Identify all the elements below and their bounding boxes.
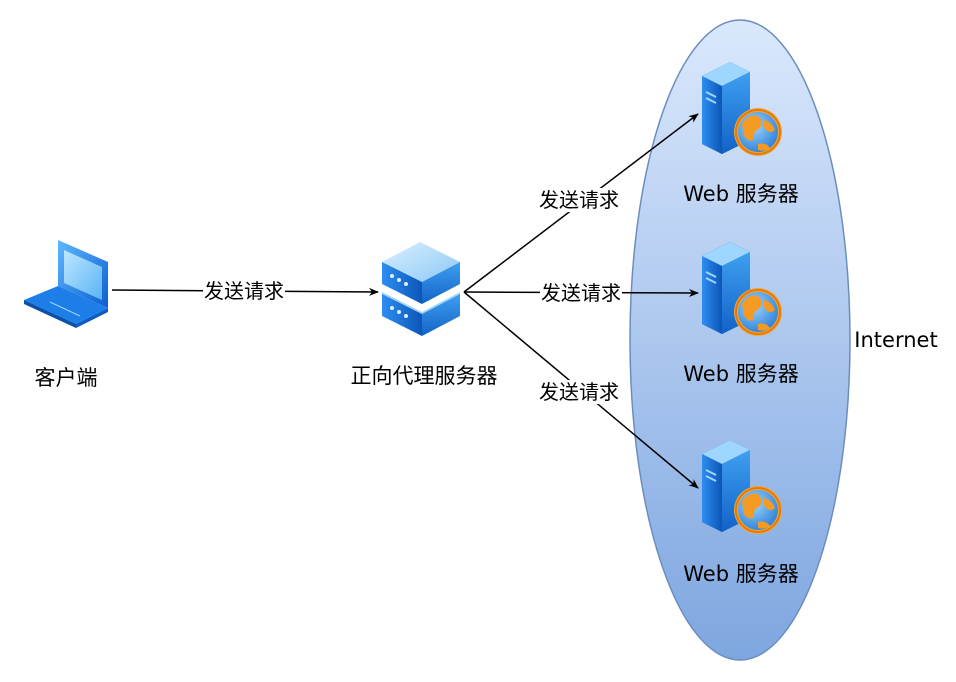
edge-label-proxy-web3: 发送请求 xyxy=(538,380,620,404)
web-server-label-3: Web 服务器 xyxy=(683,562,799,586)
client-label: 客户端 xyxy=(34,366,98,390)
server-stack-icon xyxy=(382,242,460,336)
laptop-icon xyxy=(24,240,108,328)
web-server-label-2: Web 服务器 xyxy=(683,362,799,386)
web-server-label-1: Web 服务器 xyxy=(683,182,799,206)
edge-label-client-proxy: 发送请求 xyxy=(203,279,285,303)
proxy-label: 正向代理服务器 xyxy=(350,364,498,388)
edge-label-proxy-web1: 发送请求 xyxy=(538,188,620,212)
internet-ellipse xyxy=(629,19,851,661)
internet-label: Internet xyxy=(854,328,938,352)
edge-label-proxy-web2: 发送请求 xyxy=(540,281,622,305)
